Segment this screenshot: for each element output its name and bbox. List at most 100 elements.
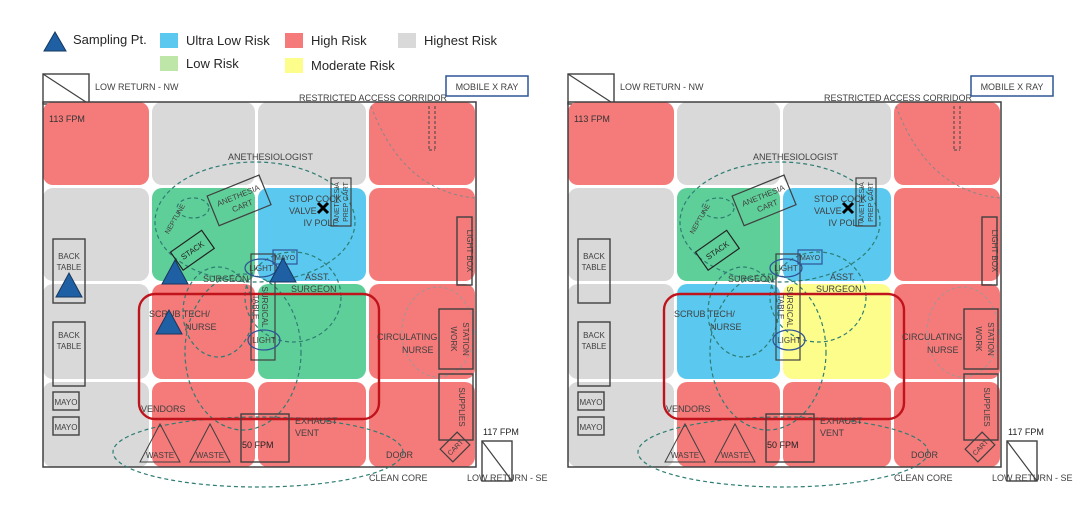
zone-high (369, 102, 475, 185)
back-table-label: BACK (583, 252, 605, 261)
light-box-box (456, 216, 473, 286)
supplies-label: SUPPLIES (457, 387, 466, 426)
fpm-113-label: 113 FPM (574, 114, 610, 124)
scrub-tech-label: NURSE (710, 322, 742, 332)
anesthesia-prep-cart-box (855, 177, 877, 227)
low-return-nw-label: LOW RETURN - NW (620, 82, 704, 92)
airflow-contour (769, 251, 867, 343)
work-station-label: WORK (974, 327, 983, 353)
anesthesia-prep-label: ANETHESIA (334, 182, 341, 222)
low-return-se-label: LOW RETURN - SE (467, 473, 548, 483)
airflow-contour (154, 161, 356, 283)
fpm-113-label: 113 FPM (49, 114, 85, 124)
circulating-nurse-label: NURSE (402, 345, 434, 355)
light-label: LIGHT (774, 264, 798, 273)
airflow-contour (895, 105, 1002, 199)
back-table-box (577, 238, 611, 304)
airflow-contour (244, 251, 342, 343)
light-box-box (981, 216, 998, 286)
back-table-label: TABLE (57, 342, 82, 351)
exhaust-vent-label: EXHAUST (295, 416, 338, 426)
zone-highest (677, 102, 780, 185)
exhaust-vent-label: VENT (295, 428, 320, 438)
waste-label: WASTE (146, 451, 174, 460)
surgeon-label: SURGEON (728, 274, 774, 284)
mayo-label: MAYO (800, 255, 821, 262)
surgeon-label: SURGEON (203, 274, 249, 284)
anesthesiologist-label: ANETHESIOLOGIST (228, 152, 314, 162)
zone-highest (43, 284, 149, 379)
mayo-label: MAYO (580, 398, 603, 407)
sampling-point-marker (55, 271, 83, 298)
light-ring (247, 329, 281, 351)
airflow-contour (709, 273, 827, 431)
zone-highest (783, 102, 891, 185)
waste-triangle (714, 422, 756, 463)
exhaust-vent-label: VENT (820, 428, 845, 438)
stop-cock-label: VALVE (814, 206, 842, 216)
light-ring (772, 329, 806, 351)
anesthesia-cart-box (206, 174, 272, 227)
sampling-point-marker (155, 308, 183, 335)
mayo-stand-box (577, 416, 605, 436)
containment-zone-outline (662, 292, 906, 421)
clean-core-label: CLEAN CORE (894, 473, 953, 483)
zone-high (894, 284, 1000, 379)
mayo-small-box (797, 249, 823, 265)
airflow-contour (707, 266, 779, 358)
waste-triangle (139, 422, 181, 463)
fpm-117-label: 117 FPM (483, 427, 519, 437)
iv-pole-label: IV POLE (828, 218, 863, 228)
clean-core-label: CLEAN CORE (369, 473, 428, 483)
asst-surgeon-label: ASST. (305, 272, 330, 282)
work-station-label: WORK (449, 327, 458, 353)
room-frame (42, 101, 477, 468)
mobile-xray-label: MOBILE X RAY (981, 82, 1044, 92)
work-station-box (963, 308, 999, 370)
mayo-label: MAYO (580, 423, 603, 432)
zone-ultra_low (783, 188, 891, 281)
asst-surgeon-label: ASST. (830, 272, 855, 282)
stop-cock-x-icon (316, 201, 330, 215)
zone-high (894, 188, 1000, 281)
room-frame (567, 101, 1002, 468)
surgical-table-label: SURGICAL (260, 287, 269, 328)
airflow-contour (370, 105, 477, 199)
work-station-box (438, 308, 474, 370)
zone-high (43, 102, 149, 185)
light-ring (244, 258, 278, 278)
sampling-point-marker (269, 256, 297, 283)
back-table-label: BACK (583, 331, 605, 340)
legend-label-highest: Highest Risk (424, 33, 497, 48)
low-return-nw-label: LOW RETURN - NW (95, 82, 179, 92)
iv-pole-label: IV POLE (303, 218, 338, 228)
mobile-xray-label: MOBILE X RAY (456, 82, 519, 92)
x-stroke (316, 201, 330, 215)
surgical-table-label: TABLE (776, 295, 785, 320)
back-table-label: TABLE (582, 342, 607, 351)
back-table-box (52, 321, 86, 387)
anesthesia-cart-box (731, 174, 797, 227)
surgical-table-label: SURGICAL (785, 287, 794, 328)
back-table-box (577, 321, 611, 387)
waste-label: WASTE (196, 451, 224, 460)
light-label: LIGHT (249, 264, 273, 273)
airflow-contour (637, 416, 929, 488)
zone-highest (258, 102, 366, 185)
waste-triangle (189, 422, 231, 463)
mayo-stand-box (577, 391, 605, 411)
airflow-contour (679, 161, 881, 283)
light-box-label: LIGHT BOX (465, 230, 474, 273)
back-table-label: TABLE (582, 263, 607, 272)
exhaust-vent-box (765, 413, 815, 463)
zone-moderate (783, 284, 891, 379)
back-table-box (52, 238, 86, 304)
surgical-table-box (775, 253, 801, 361)
circulating-nurse-label: NURSE (927, 345, 959, 355)
vendors-label: VENDORS (141, 404, 186, 414)
legend-swatch-low (160, 56, 178, 71)
work-station-label: STATION (986, 322, 995, 356)
